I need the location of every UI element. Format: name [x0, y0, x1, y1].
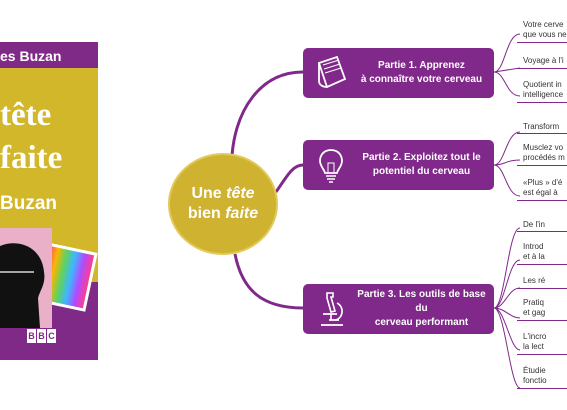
connector-center-to-part-2 — [274, 163, 304, 193]
leaf-text-line: «Plus » d'é — [523, 178, 563, 187]
leaf-underline — [517, 200, 567, 201]
leaf-underline — [517, 42, 567, 43]
leaf-underline — [517, 354, 567, 355]
leaf-part-2-item[interactable]: Transform — [523, 122, 567, 132]
central-topic-label: Une tête bien faite — [188, 184, 258, 224]
branch-part-3[interactable]: Partie 3. Les outils de base du cerveau … — [303, 284, 494, 334]
leaf-underline — [517, 320, 567, 321]
branch-part-2-label: Partie 2. Exploitez tout le potentiel du… — [355, 140, 488, 190]
leaf-part-3-item[interactable]: Introd et à la — [523, 242, 567, 262]
leaf-text-line: Quotient in — [523, 80, 562, 89]
leaf-underline — [517, 165, 567, 166]
leaf-part-1-item[interactable]: Votre cerve que vous ne — [523, 20, 567, 40]
connector-part-1-leaves — [493, 33, 521, 97]
leaf-part-2-item[interactable]: Musclez vo procédés m — [523, 143, 567, 163]
head-silhouette-icon — [0, 228, 52, 328]
leaf-text-line: Transform — [523, 122, 560, 131]
branch-part-2[interactable]: Partie 2. Exploitez tout le potentiel du… — [303, 140, 494, 190]
leaf-underline — [517, 388, 567, 389]
leaf-text-line: que vous ne — [523, 30, 567, 39]
leaf-text-line: et gag — [523, 308, 546, 317]
leaf-text-line: Votre cerve — [523, 20, 564, 29]
leaf-part-1-item[interactable]: Quotient in intelligence — [523, 80, 567, 100]
leaf-part-3-item[interactable]: De l'in — [523, 220, 567, 230]
leaf-text-line: est égal à — [523, 188, 558, 197]
leaf-text-line: fonctio — [523, 376, 547, 385]
branch-part-3-label-line-2: cerveau performant — [374, 317, 469, 328]
leaf-text-line: et à la — [523, 252, 545, 261]
branch-part-1-label-line-2: à connaître votre cerveau — [360, 74, 483, 85]
central-topic[interactable]: Une tête bien faite — [168, 153, 278, 255]
branch-part-1-label-line-1: Partie 1. Apprenez — [378, 60, 465, 71]
book-title-line-2: faite — [0, 140, 63, 176]
book-icon — [317, 55, 347, 89]
leaf-text-line: la lect — [523, 342, 544, 351]
book-author-top: es Buzan — [0, 48, 62, 64]
central-topic-line-1-italic: tête — [226, 185, 255, 202]
leaf-text-line: L'incro — [523, 332, 547, 341]
leaf-text-line: Les ré — [523, 276, 546, 285]
lightbulb-icon — [319, 149, 343, 183]
leaf-text-line: intelligence — [523, 90, 564, 99]
leaf-underline — [517, 133, 567, 134]
leaf-part-3-item[interactable]: Étudie fonctio — [523, 366, 567, 386]
branch-part-1-label: Partie 1. Apprenez à connaître votre cer… — [355, 48, 488, 98]
branch-part-3-label-line-1: Partie 3. Les outils de base du — [357, 289, 486, 314]
book-title-line-1: tête — [0, 97, 52, 133]
bbc-logo-letter: C — [47, 329, 56, 343]
leaf-underline — [517, 264, 567, 265]
connector-center-to-part-1 — [230, 70, 304, 156]
leaf-underline — [517, 102, 567, 103]
leaf-part-3-item[interactable]: Pratiq et gag — [523, 298, 567, 318]
leaf-text-line: Introd — [523, 242, 544, 251]
branch-part-2-label-line-1: Partie 2. Exploitez tout le — [362, 152, 481, 163]
leaf-text-line: procédés m — [523, 153, 565, 162]
leaf-text-line: De l'in — [523, 220, 545, 229]
connector-part-2-leaves — [493, 131, 521, 197]
microscope-icon — [321, 292, 343, 326]
book-author-bottom: Buzan — [0, 193, 57, 214]
leaf-underline — [517, 68, 567, 69]
book-cover: es Buzan tête faite Buzan B B C — [0, 42, 98, 360]
leaf-text-line: Musclez vo — [523, 143, 564, 152]
bbc-logo-letter: B — [27, 329, 36, 343]
bbc-logo: B B C — [27, 329, 57, 343]
connector-part-3-leaves — [493, 227, 521, 389]
connector-center-to-part-3 — [233, 253, 304, 310]
leaf-part-3-item[interactable]: Les ré — [523, 276, 567, 286]
leaf-underline — [517, 231, 567, 232]
leaf-text-line: Étudie — [523, 366, 546, 375]
leaf-text-line: Voyage à l'i — [523, 56, 564, 65]
book-cover-top-band — [0, 42, 98, 68]
branch-part-3-label: Partie 3. Les outils de base du cerveau … — [355, 284, 488, 334]
branch-part-1[interactable]: Partie 1. Apprenez à connaître votre cer… — [303, 48, 494, 98]
bbc-logo-letter: B — [37, 329, 46, 343]
central-topic-line-2-italic: faite — [225, 205, 259, 222]
leaf-part-2-item[interactable]: «Plus » d'é est égal à — [523, 178, 567, 198]
leaf-text-line: Pratiq — [523, 298, 544, 307]
central-topic-line-2-prefix: bien — [187, 205, 226, 222]
leaf-part-3-item[interactable]: L'incro la lect — [523, 332, 567, 352]
leaf-part-1-item[interactable]: Voyage à l'i — [523, 56, 567, 66]
leaf-underline — [517, 288, 567, 289]
central-topic-line-1-prefix: Une — [191, 185, 227, 202]
branch-part-2-label-line-2: potentiel du cerveau — [372, 166, 471, 177]
